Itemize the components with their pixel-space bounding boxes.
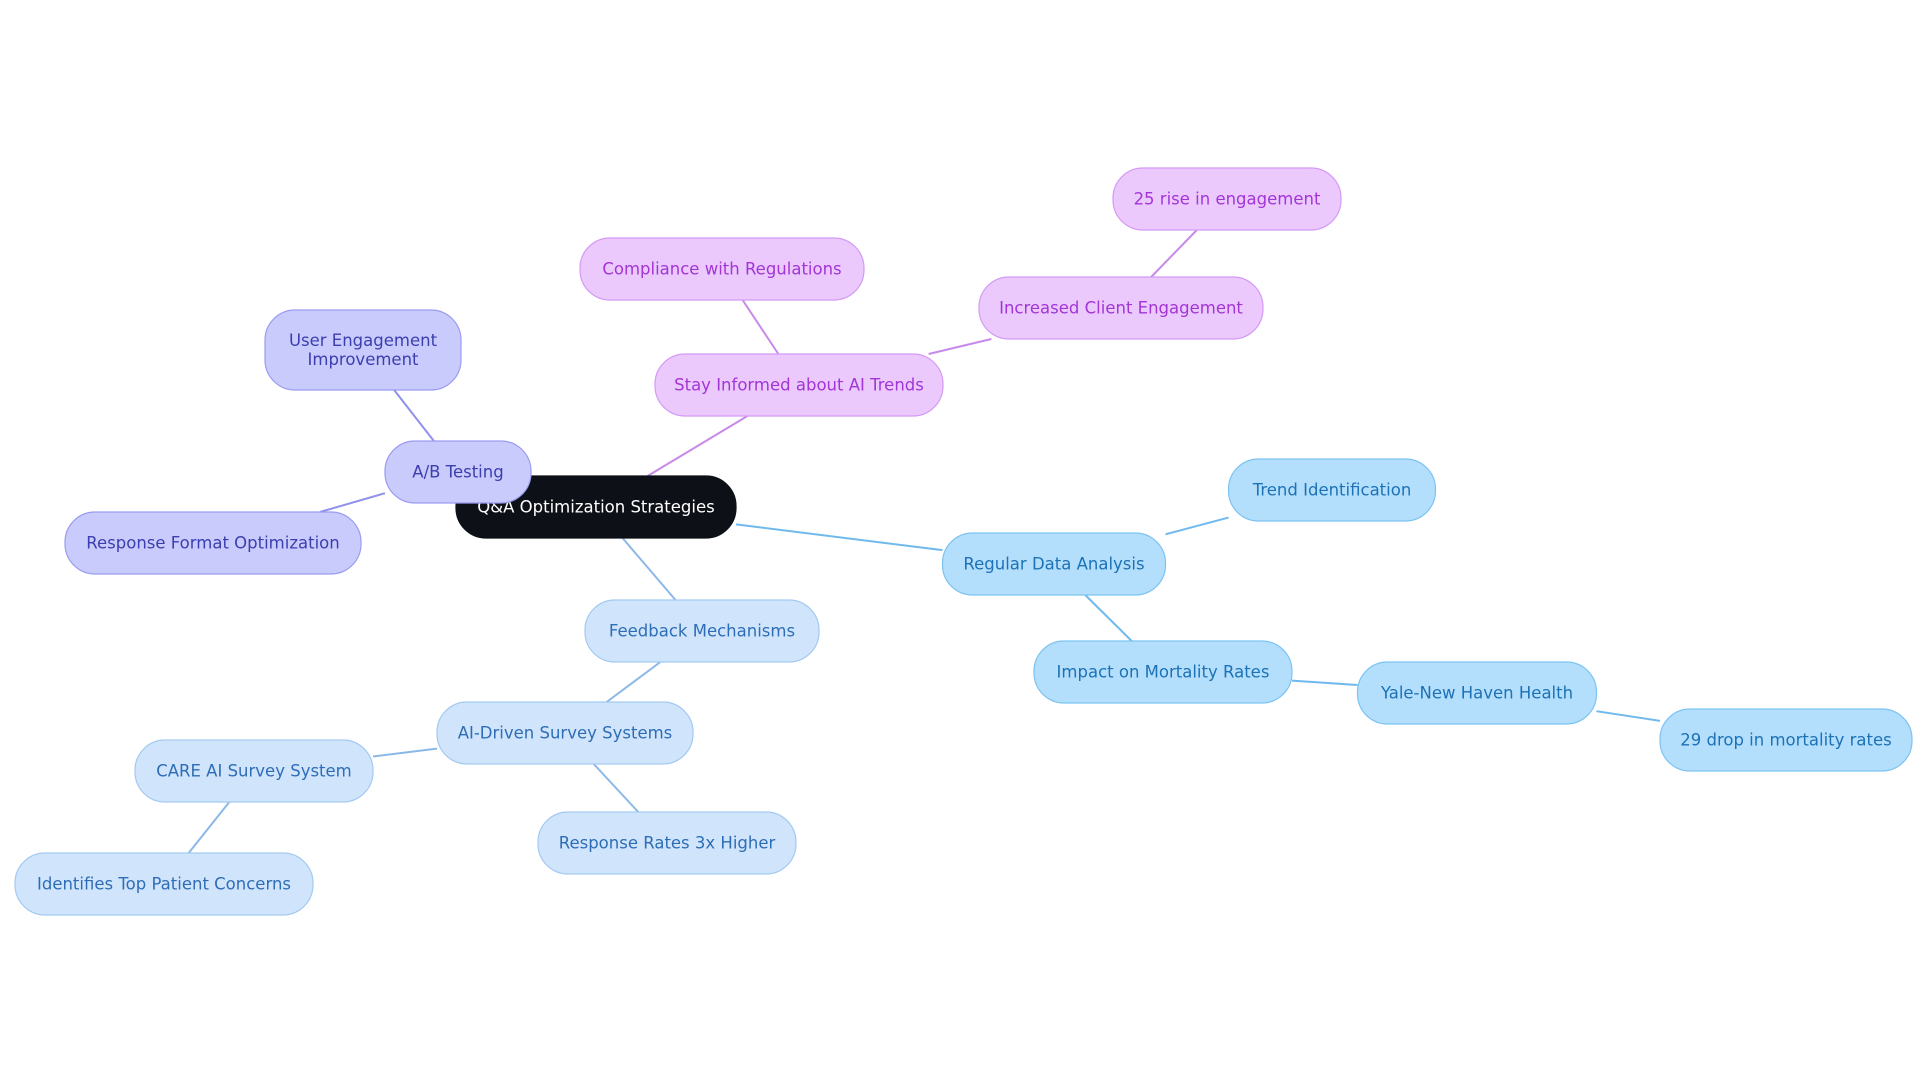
node-box-trend-id <box>1227 458 1437 522</box>
node-box-care-ai <box>134 739 374 803</box>
node-box-client-engagement <box>978 276 1264 340</box>
node-mortality-drop[interactable]: 29 drop in mortality rates <box>1659 708 1913 772</box>
node-box-patient-concerns <box>14 852 314 916</box>
node-box-ai-survey <box>436 701 694 765</box>
edge-mortality-impact-to-yale <box>1291 679 1358 687</box>
node-trend-id[interactable]: Trend Identification <box>1227 458 1437 522</box>
node-label-patient-concerns: Identifies Top Patient Concerns <box>37 875 291 894</box>
node-box-compliance <box>579 237 865 301</box>
node-label-user-engagement-line-2: Improvement <box>308 350 420 369</box>
node-box-yale <box>1356 661 1598 725</box>
node-label-yale: Yale-New Haven Health <box>1380 684 1573 703</box>
node-box-stay-informed <box>654 353 944 417</box>
node-box-root <box>455 475 737 539</box>
node-care-ai[interactable]: CARE AI Survey System <box>134 739 374 803</box>
node-box-engagement-rise <box>1112 167 1342 231</box>
edge-care-ai-to-patient-concerns <box>187 801 231 854</box>
node-label-response-format: Response Format Optimization <box>86 534 339 553</box>
edge-ai-survey-to-response-rates <box>593 763 639 813</box>
edge-feedback-to-ai-survey <box>606 661 661 703</box>
node-label-client-engagement: Increased Client Engagement <box>999 299 1243 318</box>
node-label-feedback: Feedback Mechanisms <box>609 622 795 641</box>
node-label-ai-survey: AI-Driven Survey Systems <box>458 724 673 743</box>
node-yale[interactable]: Yale-New Haven Health <box>1356 661 1598 725</box>
node-label-care-ai: CARE AI Survey System <box>156 762 352 781</box>
node-label-data-analysis: Regular Data Analysis <box>963 555 1144 574</box>
node-box-user-engagement <box>264 309 462 391</box>
edge-client-engagement-to-engagement-rise <box>1150 229 1198 278</box>
node-client-engagement[interactable]: Increased Client Engagement <box>978 276 1264 340</box>
node-engagement-rise[interactable]: 25 rise in engagement <box>1112 167 1342 231</box>
node-label-trend-id: Trend Identification <box>1252 481 1412 500</box>
node-box-ab-testing <box>384 440 532 504</box>
edge-data-analysis-to-mortality-impact <box>1084 594 1133 642</box>
node-ai-survey[interactable]: AI-Driven Survey Systems <box>436 701 694 765</box>
edge-ai-survey-to-care-ai <box>372 747 438 758</box>
edge-ab-testing-to-response-format <box>319 492 386 513</box>
node-label-engagement-rise: 25 rise in engagement <box>1134 190 1321 209</box>
node-feedback[interactable]: Feedback Mechanisms <box>584 599 820 663</box>
node-box-response-format <box>64 511 362 575</box>
node-label-response-rates: Response Rates 3x Higher <box>559 834 776 853</box>
edge-data-analysis-to-trend-id <box>1165 516 1229 536</box>
edge-yale-to-mortality-drop <box>1596 710 1661 722</box>
node-box-response-rates <box>537 811 797 875</box>
node-label-root: Q&A Optimization Strategies <box>477 498 714 517</box>
edge-root-to-feedback <box>621 537 677 601</box>
node-mortality-impact[interactable]: Impact on Mortality Rates <box>1033 640 1293 704</box>
node-label-mortality-drop: 29 drop in mortality rates <box>1680 731 1892 750</box>
node-label-compliance: Compliance with Regulations <box>602 260 841 279</box>
mindmap-edges <box>187 229 1661 854</box>
node-label-stay-informed: Stay Informed about AI Trends <box>674 376 924 395</box>
edge-stay-informed-to-client-engagement <box>928 338 992 355</box>
node-label-user-engagement-line-1: User Engagement <box>289 331 438 350</box>
node-stay-informed[interactable]: Stay Informed about AI Trends <box>654 353 944 417</box>
node-box-mortality-impact <box>1033 640 1293 704</box>
edge-root-to-stay-informed <box>647 415 748 477</box>
edge-ab-testing-to-user-engagement <box>393 389 435 442</box>
node-data-analysis[interactable]: Regular Data Analysis <box>941 532 1167 596</box>
node-label-mortality-impact: Impact on Mortality Rates <box>1057 663 1270 682</box>
node-response-format[interactable]: Response Format Optimization <box>64 511 362 575</box>
node-ab-testing[interactable]: A/B Testing <box>384 440 532 504</box>
node-compliance[interactable]: Compliance with Regulations <box>579 237 865 301</box>
node-patient-concerns[interactable]: Identifies Top Patient Concerns <box>14 852 314 916</box>
node-box-mortality-drop <box>1659 708 1913 772</box>
node-box-feedback <box>584 599 820 663</box>
edge-stay-informed-to-compliance <box>741 299 780 355</box>
node-label-ab-testing: A/B Testing <box>412 463 503 482</box>
node-response-rates[interactable]: Response Rates 3x Higher <box>537 811 797 875</box>
edge-root-to-data-analysis <box>735 523 943 552</box>
node-root[interactable]: Q&A Optimization Strategies <box>455 475 737 539</box>
mindmap-nodes: Q&A Optimization Strategies A/B Testing Us… <box>14 167 1913 916</box>
node-box-data-analysis <box>941 532 1167 596</box>
